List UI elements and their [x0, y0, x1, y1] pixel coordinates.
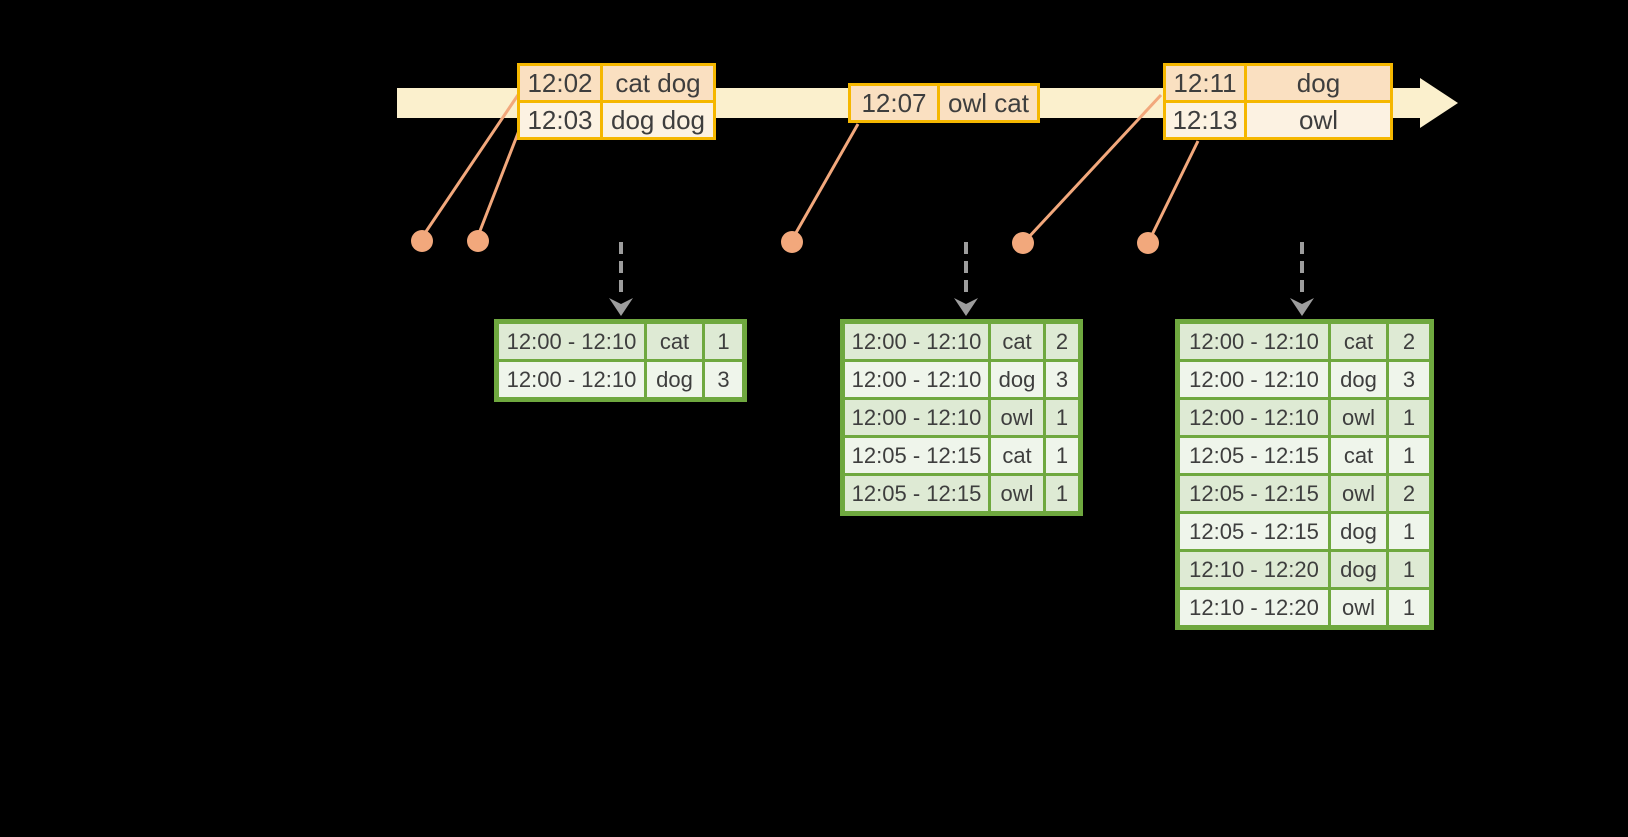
event-cell: dog: [1247, 66, 1390, 100]
result-cell: cat: [991, 438, 1043, 473]
result-cell: 12:00 - 12:10: [499, 324, 644, 359]
result-cell: cat: [647, 324, 702, 359]
result-cell: 12:00 - 12:10: [845, 400, 988, 435]
result-cell: 1: [1046, 438, 1078, 473]
result-cell: 1: [1046, 400, 1078, 435]
event-connector-line: [1025, 93, 1163, 241]
result-cell: owl: [1331, 476, 1386, 511]
result-cell: 2: [1389, 476, 1429, 511]
result-cell: 3: [1046, 362, 1078, 397]
trigger-arrowhead-icon: [1290, 298, 1314, 316]
result-cell: 1: [705, 324, 742, 359]
timeline-arrowhead-icon: [1420, 78, 1458, 128]
result-cell: 1: [1046, 476, 1078, 511]
event-connector-line: [1148, 140, 1200, 240]
result-cell: dog: [991, 362, 1043, 397]
result-cell: 1: [1389, 400, 1429, 435]
result-cell: owl: [1331, 400, 1386, 435]
result-cell: 12:00 - 12:10: [499, 362, 644, 397]
trigger-arrowhead-icon: [609, 298, 633, 316]
result-cell: owl: [991, 400, 1043, 435]
result-cell: 2: [1046, 324, 1078, 359]
result-cell: owl: [1331, 590, 1386, 625]
event-time-dot: [467, 230, 489, 252]
result-cell: dog: [1331, 514, 1386, 549]
result-cell: cat: [991, 324, 1043, 359]
event-time-dot: [781, 231, 803, 253]
result-cell: 12:05 - 12:15: [845, 438, 988, 473]
result-cell: 12:10 - 12:20: [1180, 590, 1328, 625]
result-cell: dog: [1331, 552, 1386, 587]
event-cell: 12:11: [1166, 66, 1244, 100]
event-time-dot: [411, 230, 433, 252]
result-cell: 1: [1389, 552, 1429, 587]
result-cell: 2: [1389, 324, 1429, 359]
result-cell: 1: [1389, 514, 1429, 549]
event-time-dot: [1137, 232, 1159, 254]
event-cell: dog dog: [603, 103, 713, 137]
event-cell: 12:02: [520, 66, 600, 100]
event-time-dot: [1012, 232, 1034, 254]
event-connector-line: [421, 91, 522, 237]
result-cell: cat: [1331, 324, 1386, 359]
event-cell: cat dog: [603, 66, 713, 100]
result-cell: 12:05 - 12:15: [845, 476, 988, 511]
result-cell: 12:05 - 12:15: [1180, 476, 1328, 511]
event-cell: owl cat: [940, 86, 1037, 120]
result-cell: 1: [1389, 590, 1429, 625]
result-cell: dog: [647, 362, 702, 397]
result-cell: 12:00 - 12:10: [845, 324, 988, 359]
result-cell: 12:00 - 12:10: [1180, 324, 1328, 359]
result-cell: owl: [991, 476, 1043, 511]
trigger-arrowhead-icon: [954, 298, 978, 316]
result-cell: 1: [1389, 438, 1429, 473]
result-cell: 3: [1389, 362, 1429, 397]
event-cell: 12:03: [520, 103, 600, 137]
event-connector-line: [476, 127, 522, 237]
result-cell: 12:00 - 12:10: [1180, 400, 1328, 435]
result-cell: 12:10 - 12:20: [1180, 552, 1328, 587]
event-connector-line: [791, 123, 860, 239]
result-cell: cat: [1331, 438, 1386, 473]
result-cell: 12:00 - 12:10: [1180, 362, 1328, 397]
result-cell: dog: [1331, 362, 1386, 397]
event-cell: owl: [1247, 103, 1390, 137]
result-cell: 3: [705, 362, 742, 397]
event-cell: 12:07: [851, 86, 937, 120]
result-cell: 12:00 - 12:10: [845, 362, 988, 397]
event-cell: 12:13: [1166, 103, 1244, 137]
result-cell: 12:05 - 12:15: [1180, 438, 1328, 473]
result-cell: 12:05 - 12:15: [1180, 514, 1328, 549]
